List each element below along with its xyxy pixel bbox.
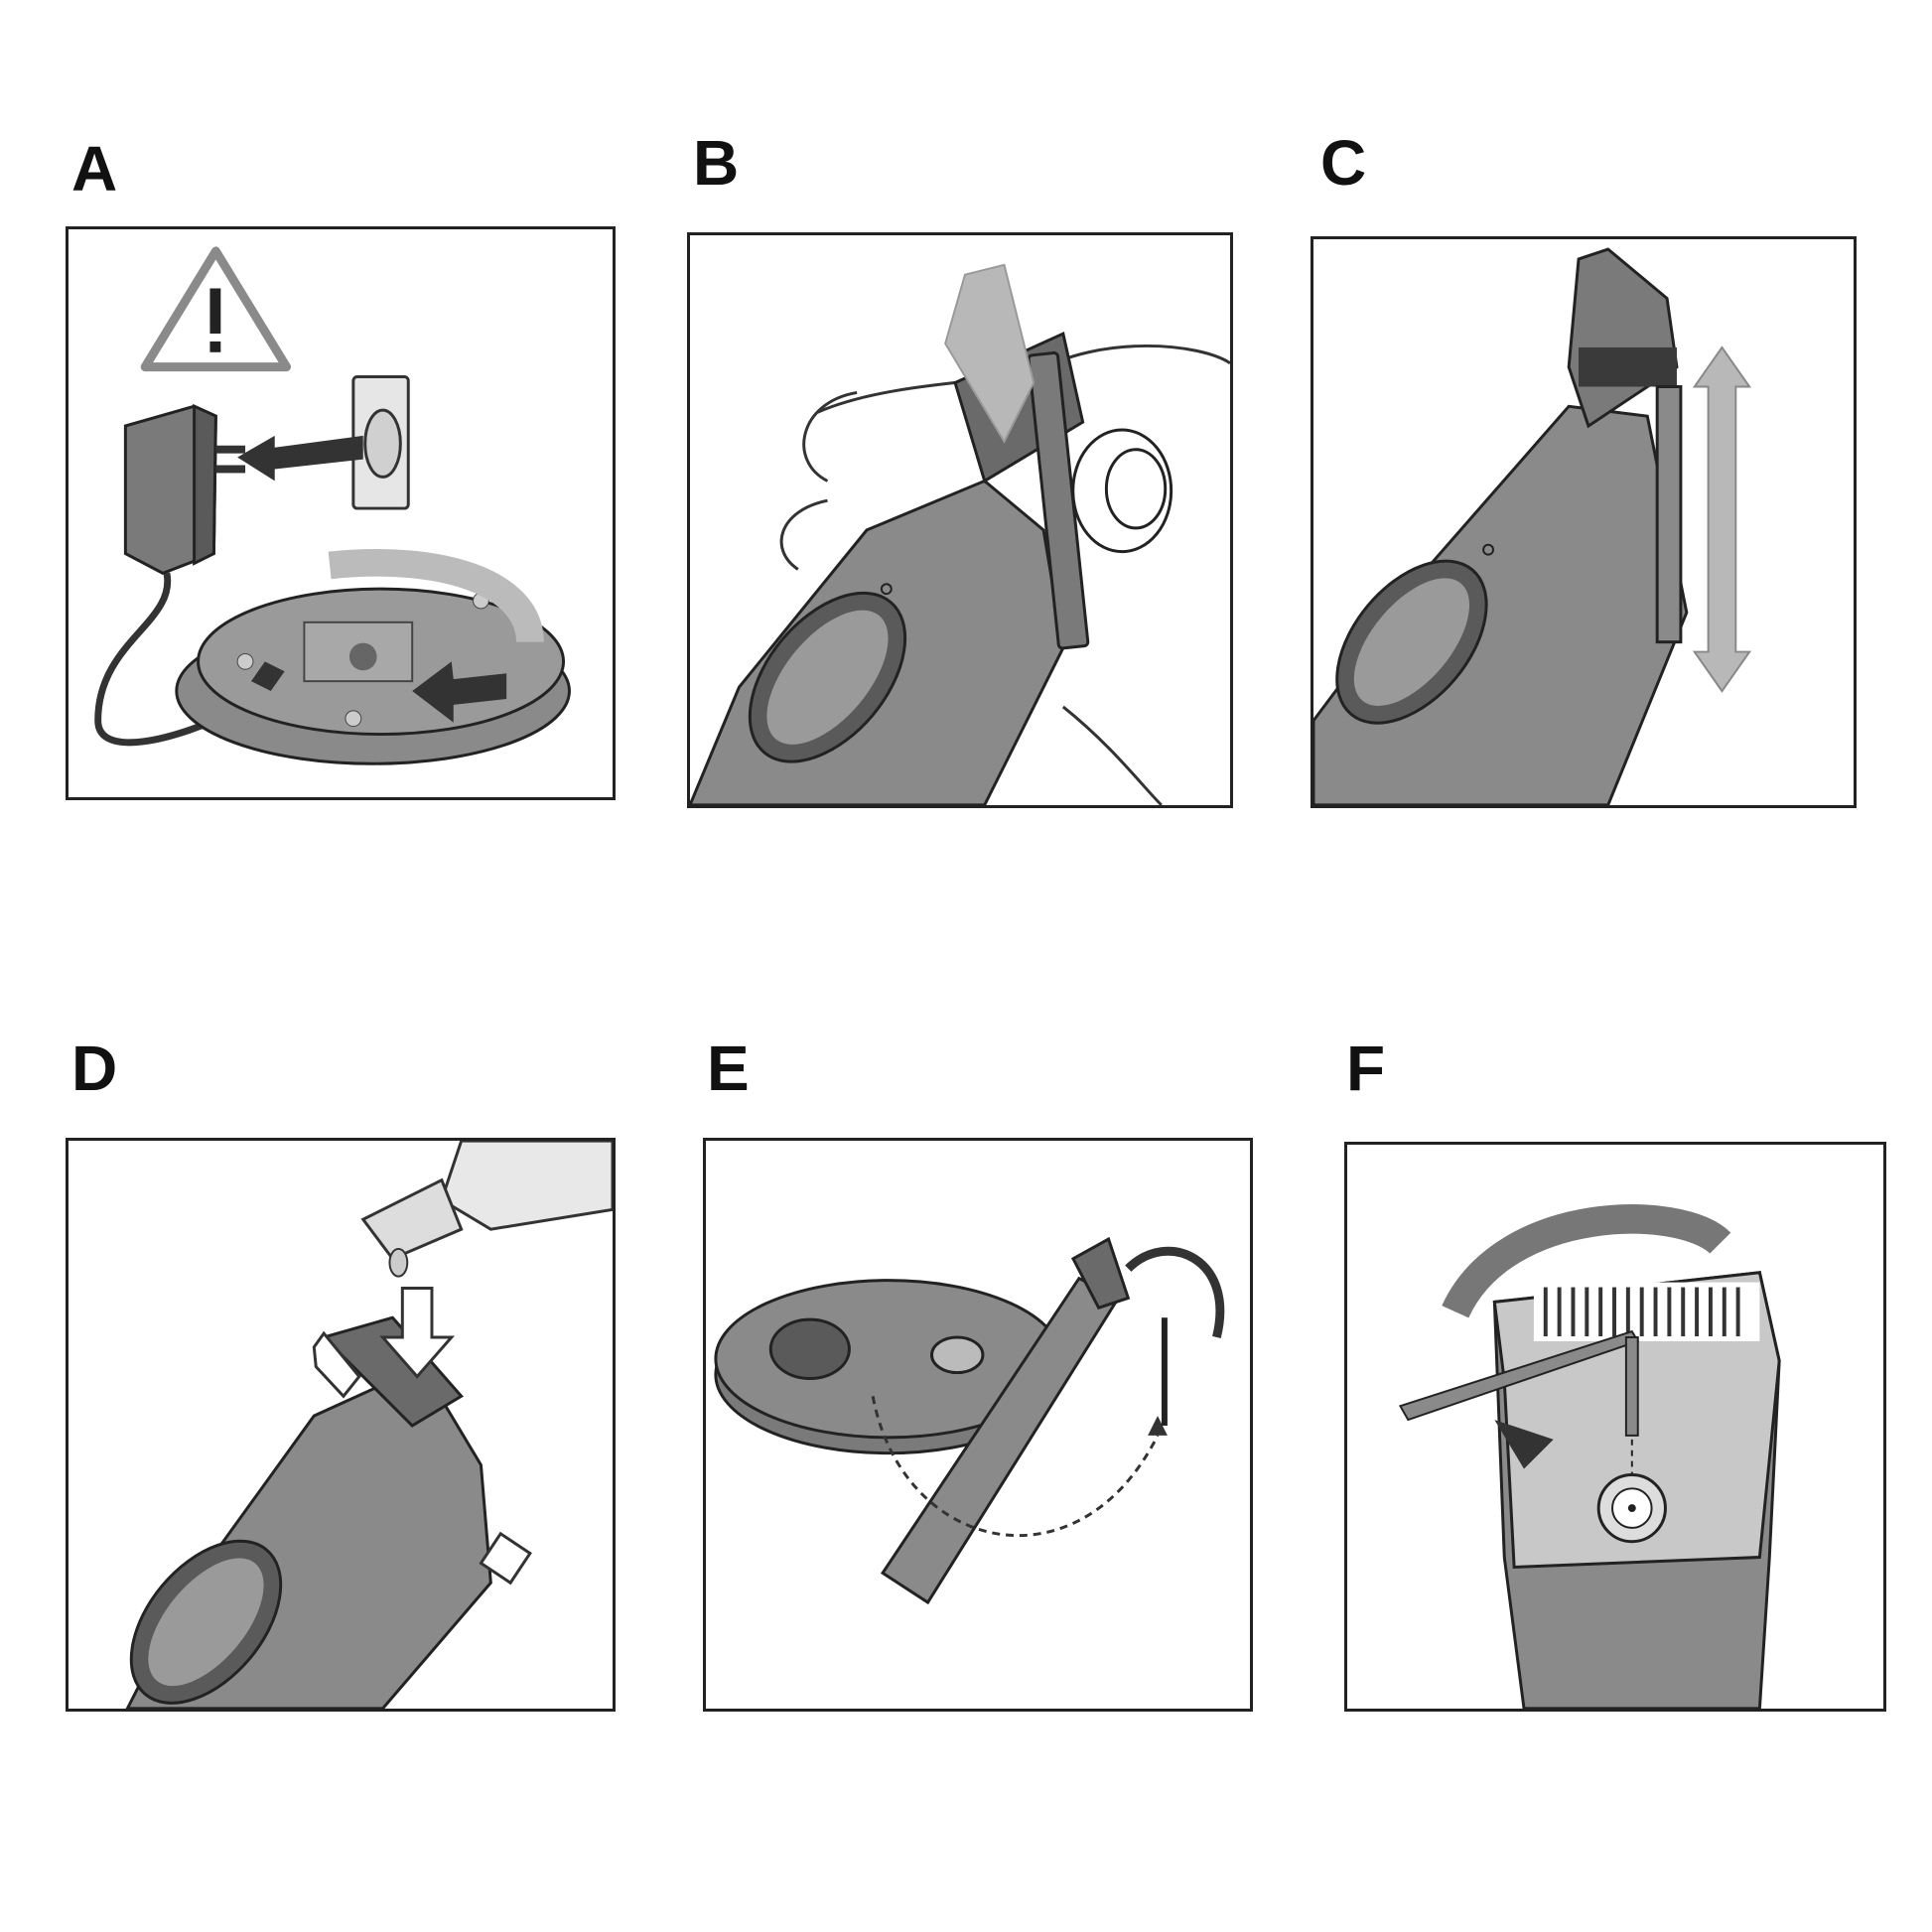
panel-f-illustration [1398, 1204, 1781, 1709]
panel-d-illustration [125, 1141, 613, 1709]
panel-d [66, 1138, 616, 1712]
panel-b [687, 232, 1233, 808]
thumb [1071, 428, 1173, 554]
oil-bottle [360, 1141, 613, 1278]
pin-key [1161, 1317, 1168, 1426]
panel-e [703, 1138, 1253, 1712]
rotate-arrow-head-icon [1494, 1420, 1554, 1469]
slide-up-down-arrow-icon [1692, 345, 1752, 693]
panel-c [1311, 236, 1857, 808]
panel-e-illustration [714, 1236, 1225, 1605]
power-cord [94, 572, 237, 747]
panel-label-d: D [71, 1033, 118, 1104]
panel-c-illustration [1313, 247, 1752, 805]
panel-label-f: F [1346, 1033, 1386, 1104]
panel-a-illustration [94, 246, 571, 765]
power-adapter [123, 403, 246, 575]
clipper-body [125, 1315, 492, 1709]
panel-label-c: C [1320, 127, 1367, 199]
oil-arrow-top-icon [379, 1287, 456, 1379]
adjusting-screw [1596, 1472, 1667, 1544]
warning-icon [140, 246, 292, 372]
blade-teeth [1543, 1287, 1740, 1337]
panel-label-a: A [71, 133, 118, 205]
rotate-arrow-icon [328, 549, 544, 643]
comb-attachment [1567, 247, 1683, 644]
oil-arrow-right-icon [479, 1531, 532, 1586]
push-down-arrow-icon [944, 263, 1035, 444]
panel-a [66, 226, 616, 800]
panel-b-illustration [690, 263, 1230, 805]
clipper-body [1313, 404, 1689, 805]
rotate-arrow-icon [1442, 1204, 1731, 1319]
charging-base [714, 1279, 1063, 1455]
oil-arrow-left-icon [312, 1330, 361, 1399]
rotate-arrow-icon [1125, 1247, 1225, 1339]
clipper-body [690, 479, 1065, 805]
dashed-path [871, 1396, 1160, 1538]
arrow-plug-in-icon [237, 435, 363, 482]
arrow-head-icon [1148, 1416, 1168, 1436]
small-arrow-icon [250, 661, 285, 692]
wall-socket [351, 375, 410, 510]
hex-key [1398, 1329, 1640, 1437]
twist-arrow-icon [412, 661, 507, 723]
clipper-body [880, 1236, 1131, 1605]
panel-label-e: E [707, 1033, 750, 1104]
panel-label-b: B [693, 127, 740, 199]
panel-f [1344, 1142, 1886, 1712]
